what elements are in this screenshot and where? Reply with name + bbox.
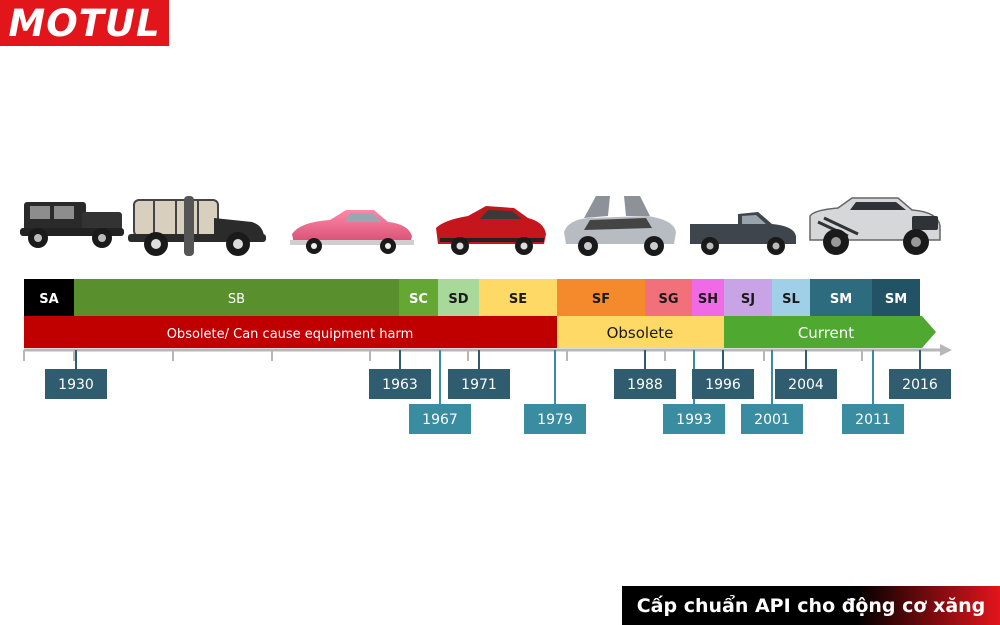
year-markers: 1930 1963 1967 1971 1979 1988 1993 1996 2001 2004…: [45, 350, 951, 434]
era-label-2: Current: [798, 324, 854, 342]
category-segment-9: [772, 279, 810, 316]
category-label-0: SA: [39, 292, 58, 307]
era-segment-1: [557, 316, 724, 348]
category-label-5: SF: [592, 292, 610, 307]
category-label-2: SC: [409, 292, 428, 307]
category-segment-2: [399, 279, 438, 316]
era-band: Obsolete/ Can cause equipment harm Obsole…: [24, 316, 936, 348]
category-segment-7: [692, 279, 724, 316]
year-box-8: [741, 404, 803, 434]
category-segment-8: [724, 279, 772, 316]
era-label-0: Obsolete/ Can cause equipment harm: [167, 327, 414, 342]
year-box-4: [524, 404, 586, 434]
year-box-1: [369, 369, 431, 399]
caption-banner: Cấp chuẩn API cho động cơ xăng: [622, 586, 1000, 625]
category-label-4: SE: [509, 292, 527, 307]
era-segment-0: [24, 316, 557, 348]
year-box-10: [842, 404, 904, 434]
year-box-2: [409, 404, 471, 434]
year-label-2: 1967: [422, 412, 458, 428]
axis-arrow: [940, 344, 952, 356]
year-label-6: 1993: [676, 412, 712, 428]
car-muscle-icon: [436, 206, 546, 255]
category-label-10: SM: [830, 292, 852, 307]
year-box-6: [663, 404, 725, 434]
year-label-11: 2016: [902, 377, 938, 393]
year-box-0: [45, 369, 107, 399]
era-label-1: Obsolete: [607, 324, 674, 342]
year-box-7: [692, 369, 754, 399]
api-category-band: SA SB SC SD SE SF SG SH SJ SL SM SM: [24, 279, 920, 316]
year-label-1: 1963: [382, 377, 418, 393]
year-box-5: [614, 369, 676, 399]
category-label-3: SD: [448, 292, 468, 307]
car-1930-icon: [20, 202, 124, 248]
year-box-11: [889, 369, 951, 399]
category-segment-11: [872, 279, 920, 316]
car-raptor-icon: [809, 197, 941, 255]
motul-logo: MOTUL: [0, 0, 169, 46]
category-label-6: SG: [658, 292, 678, 307]
category-segment-3: [438, 279, 479, 316]
era-segment-2: [724, 316, 936, 348]
year-label-4: 1979: [537, 412, 573, 428]
car-woody-icon: [128, 196, 266, 256]
category-label-11: SM: [885, 292, 907, 307]
category-segment-10: [810, 279, 872, 316]
category-label-7: SH: [698, 292, 718, 307]
year-label-9: 2004: [788, 377, 824, 393]
car-cadillac-icon: [290, 210, 414, 254]
year-label-0: 1930: [58, 377, 94, 393]
category-label-9: SL: [782, 292, 800, 307]
year-label-10: 2011: [855, 412, 891, 428]
year-box-3: [448, 369, 510, 399]
category-segment-5: [557, 279, 645, 316]
car-pickup-icon: [690, 212, 796, 255]
year-label-8: 2001: [754, 412, 790, 428]
year-label-5: 1988: [627, 377, 663, 393]
car-delorean-icon: [564, 196, 676, 256]
year-box-9: [775, 369, 837, 399]
category-label-1: SB: [228, 292, 245, 307]
year-label-7: 1996: [705, 377, 741, 393]
category-label-8: SJ: [741, 292, 755, 307]
timeline-axis: [23, 344, 952, 361]
category-segment-1: [74, 279, 399, 316]
category-segment-0: [24, 279, 74, 316]
year-label-3: 1971: [461, 377, 497, 393]
category-segment-6: [645, 279, 692, 316]
category-segment-4: [479, 279, 557, 316]
